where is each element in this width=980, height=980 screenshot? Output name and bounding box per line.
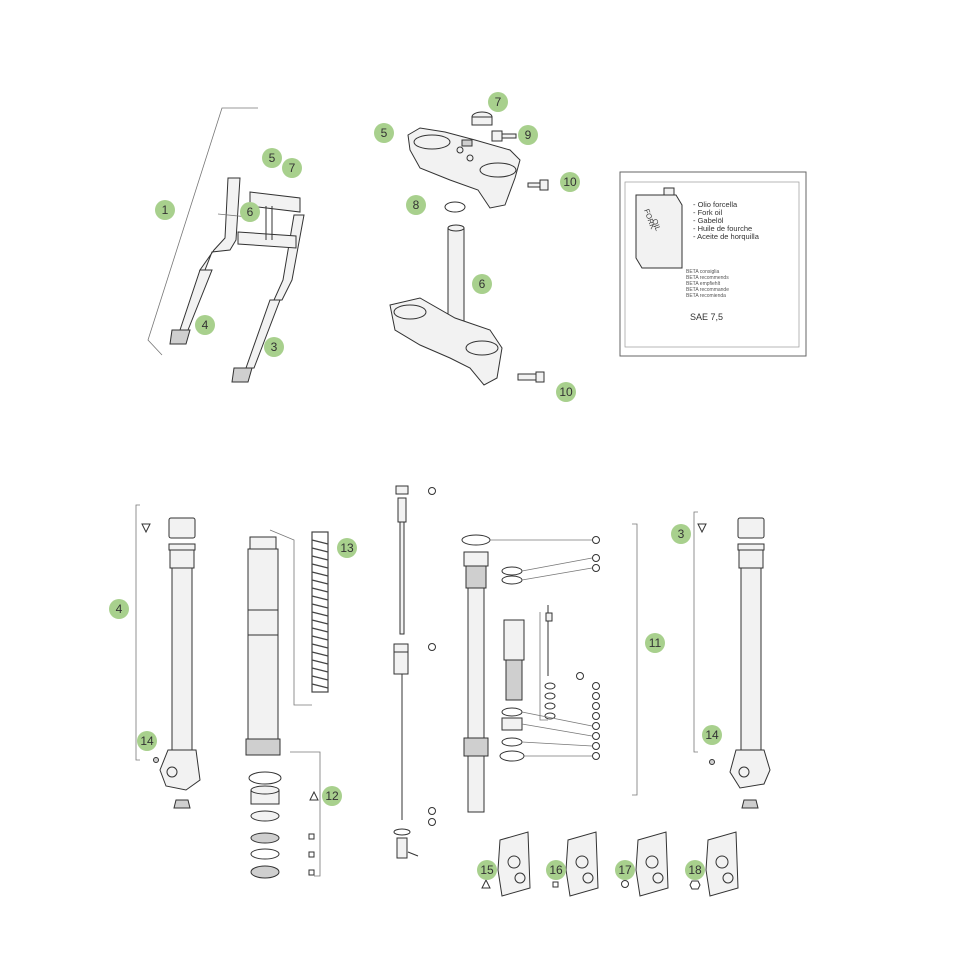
outer-tube bbox=[245, 529, 312, 756]
callout-8: 8 bbox=[406, 195, 426, 215]
svg-text:3: 3 bbox=[271, 340, 278, 354]
oil-name-it: - Olio forcella bbox=[693, 200, 738, 209]
lower-triple-clamp-with-stem bbox=[389, 224, 503, 386]
callout-7-overview: 7 bbox=[282, 158, 302, 178]
warning-triangle-icon bbox=[141, 523, 151, 534]
left-fork-leg bbox=[135, 504, 201, 809]
svg-text:18: 18 bbox=[688, 863, 702, 877]
square-symbol-icon bbox=[552, 881, 559, 888]
fork-spring-13 bbox=[311, 531, 329, 693]
warning-triangle-icon bbox=[481, 878, 491, 889]
svg-text:17: 17 bbox=[618, 863, 632, 877]
bolt-10-upper bbox=[527, 179, 549, 191]
warning-triangle-icon bbox=[309, 790, 319, 801]
oil-can-icon: FORK OIL bbox=[635, 187, 683, 269]
o-ring-8 bbox=[444, 201, 466, 213]
oil-name-de: - Gabelöl bbox=[693, 216, 724, 225]
svg-text:3: 3 bbox=[678, 527, 685, 541]
damper-rod-assembly bbox=[393, 485, 436, 859]
svg-text:14: 14 bbox=[140, 734, 154, 748]
oil-grade: SAE 7,5 bbox=[690, 312, 723, 322]
callout-14-right: 14 bbox=[702, 725, 722, 745]
callout-15: 15 bbox=[477, 860, 497, 880]
callout-3-overview: 3 bbox=[264, 337, 284, 357]
fork-oil-info-box: FORK OIL - Olio forcella - Fork oil - Ga… bbox=[619, 171, 807, 357]
recommend-fr: BETA recommande bbox=[686, 287, 729, 293]
fork-guard-18 bbox=[705, 831, 739, 897]
svg-text:5: 5 bbox=[269, 151, 276, 165]
hexagon-symbol-icon bbox=[689, 880, 701, 890]
circle-symbol-icon bbox=[621, 880, 629, 888]
callout-13: 13 bbox=[337, 538, 357, 558]
oil-name-en: - Fork oil bbox=[693, 208, 723, 217]
callout-4-overview: 4 bbox=[195, 315, 215, 335]
svg-text:7: 7 bbox=[289, 161, 296, 175]
recommend-en: BETA recommends bbox=[686, 275, 729, 281]
callout-7-clamp: 7 bbox=[488, 92, 508, 112]
svg-text:12: 12 bbox=[325, 789, 339, 803]
svg-text:4: 4 bbox=[202, 318, 209, 332]
callout-11: 11 bbox=[645, 633, 665, 653]
recommend-es: BETA recomienda bbox=[686, 293, 726, 299]
bar-mount-cap bbox=[471, 111, 493, 126]
square-symbol-icon bbox=[308, 833, 315, 840]
svg-text:4: 4 bbox=[116, 602, 123, 616]
square-symbol-icon bbox=[308, 851, 315, 858]
recommend-it: BETA consiglia bbox=[686, 269, 719, 275]
oil-can-label-2: OIL bbox=[650, 218, 663, 232]
svg-text:6: 6 bbox=[247, 205, 254, 219]
callout-3: 3 bbox=[671, 524, 691, 544]
callout-1: 1 bbox=[155, 200, 175, 220]
callout-4: 4 bbox=[109, 599, 129, 619]
callout-16: 16 bbox=[546, 860, 566, 880]
callout-9: 9 bbox=[518, 125, 538, 145]
callout-17: 17 bbox=[615, 860, 635, 880]
right-fork-leg bbox=[632, 511, 771, 809]
warning-triangle-icon bbox=[697, 523, 707, 534]
fork-assembly-overview bbox=[147, 107, 305, 383]
oil-name-fr: - Huile de fourche bbox=[693, 224, 752, 233]
svg-text:11: 11 bbox=[649, 636, 662, 650]
svg-text:6: 6 bbox=[479, 277, 486, 291]
callout-12: 12 bbox=[322, 786, 342, 806]
fork-guard-17 bbox=[635, 831, 669, 897]
svg-text:10: 10 bbox=[559, 385, 573, 399]
svg-text:8: 8 bbox=[413, 198, 420, 212]
svg-text:7: 7 bbox=[495, 95, 502, 109]
upper-triple-clamp bbox=[407, 127, 521, 209]
svg-text:5: 5 bbox=[381, 126, 388, 140]
fork-guard-16 bbox=[565, 831, 599, 897]
svg-text:16: 16 bbox=[549, 863, 563, 877]
damper-cartridge bbox=[461, 534, 600, 813]
svg-text:13: 13 bbox=[340, 541, 354, 555]
svg-text:15: 15 bbox=[480, 863, 494, 877]
callout-10-upper: 10 bbox=[560, 172, 580, 192]
bolt-9 bbox=[491, 130, 517, 142]
callout-5-clamp: 5 bbox=[374, 123, 394, 143]
callout-6-overview: 6 bbox=[240, 202, 260, 222]
bolt-10-lower bbox=[517, 371, 545, 383]
callout-18: 18 bbox=[685, 860, 705, 880]
svg-text:1: 1 bbox=[162, 203, 169, 217]
svg-text:14: 14 bbox=[705, 728, 719, 742]
fork-guard-15 bbox=[497, 831, 531, 897]
callout-5-overview: 5 bbox=[262, 148, 282, 168]
recommend-de: BETA empfiehlt bbox=[686, 281, 721, 287]
callout-6-clamp: 6 bbox=[472, 274, 492, 294]
oil-name-es: - Aceite de horquilla bbox=[693, 232, 760, 241]
svg-text:9: 9 bbox=[525, 128, 532, 142]
callout-14-left: 14 bbox=[137, 731, 157, 751]
svg-text:10: 10 bbox=[563, 175, 577, 189]
callout-10-lower: 10 bbox=[556, 382, 576, 402]
square-symbol-icon bbox=[308, 869, 315, 876]
bushing-stack-12 bbox=[248, 751, 321, 879]
